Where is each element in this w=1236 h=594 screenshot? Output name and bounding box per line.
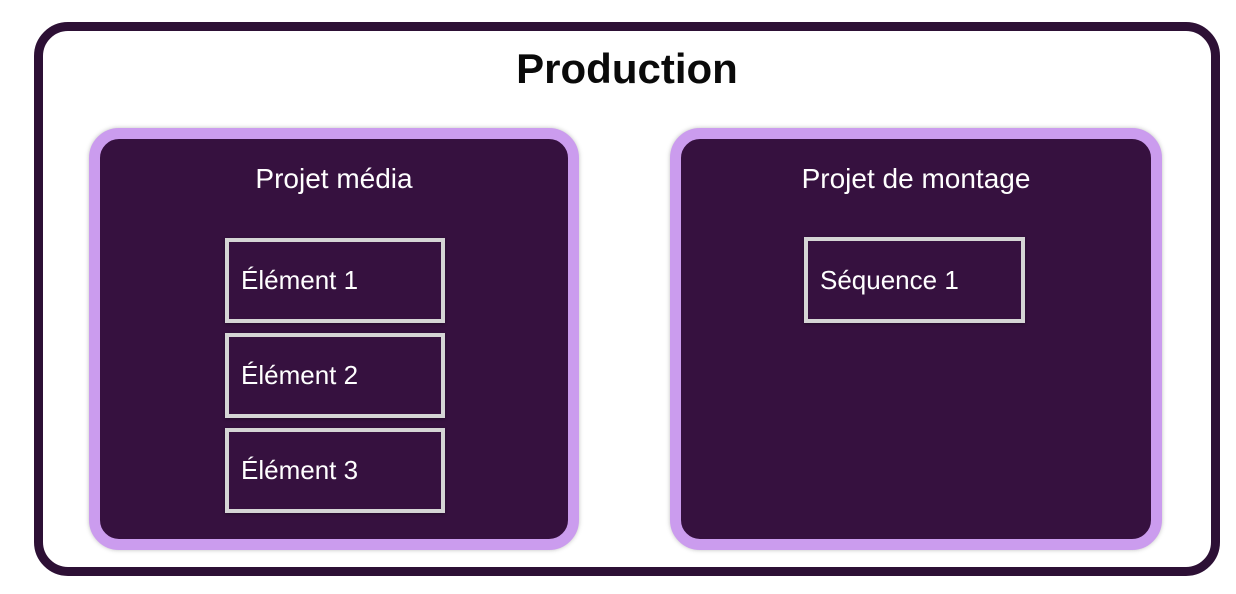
group-card-projet-media: Projet média Élément 1 Élément 2 Élément… xyxy=(89,128,579,550)
item-label-element-3: Élément 3 xyxy=(241,455,359,485)
item-label-element-2: Élément 2 xyxy=(241,360,359,390)
item-box-element-2: Élément 2 xyxy=(225,333,445,418)
item-label-sequence-1: Séquence 1 xyxy=(820,264,959,295)
production-title: Production xyxy=(516,45,738,92)
production-frame: Production Projet média Élément 1 Élémen… xyxy=(34,22,1220,576)
group-card-projet-montage: Projet de montage Séquence 1 xyxy=(670,128,1162,550)
item-box-element-1: Élément 1 xyxy=(225,238,445,323)
item-box-sequence-1: Séquence 1 xyxy=(804,237,1025,323)
item-box-element-3: Élément 3 xyxy=(225,428,445,513)
item-label-element-1: Élément 1 xyxy=(241,265,359,295)
group-title-projet-montage: Projet de montage xyxy=(801,163,1031,194)
group-title-projet-media: Projet média xyxy=(255,163,413,194)
